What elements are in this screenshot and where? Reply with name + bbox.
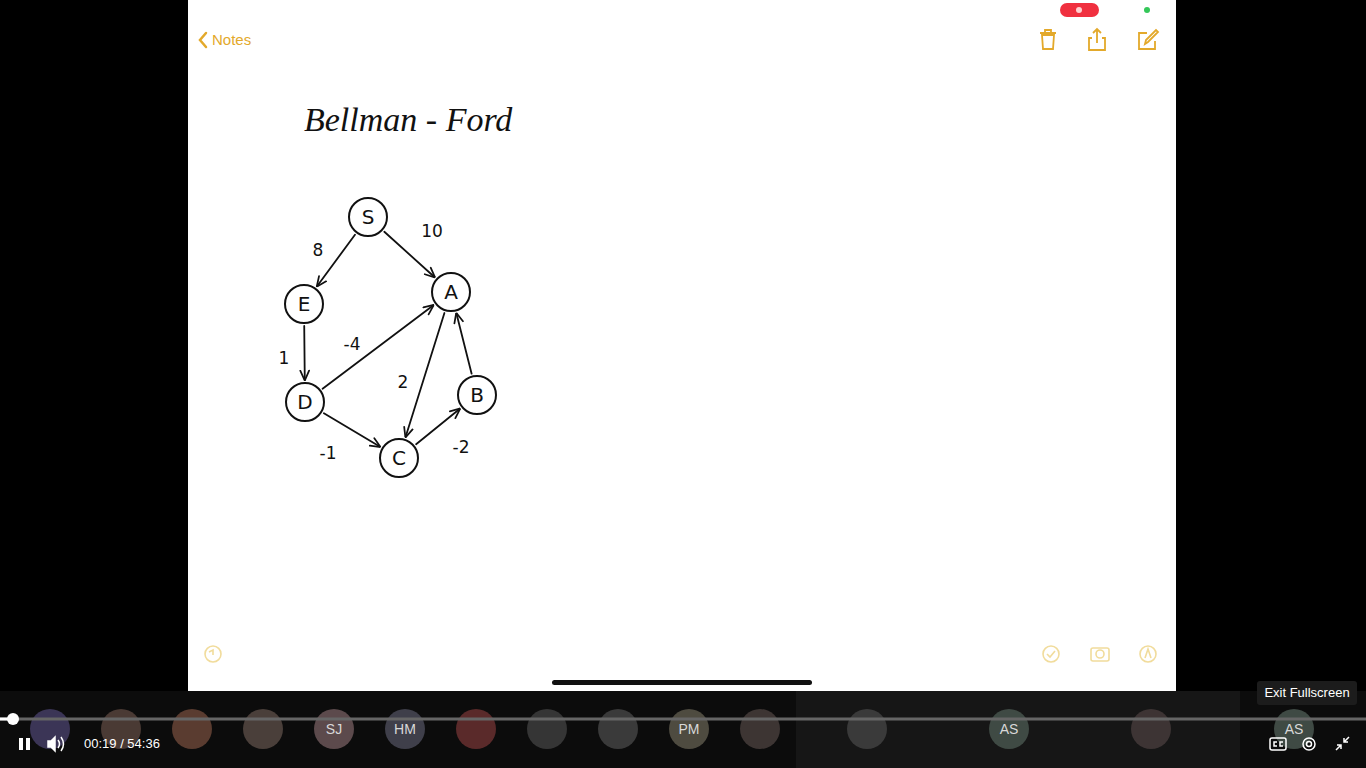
share-icon xyxy=(1089,29,1105,50)
record-dot xyxy=(1076,7,1082,13)
vertex-circle: B xyxy=(457,375,497,415)
vertex-circle: C xyxy=(379,438,419,478)
trash-icon xyxy=(1040,30,1056,49)
avatar-initials: HM xyxy=(394,721,416,738)
participant-avatars xyxy=(30,709,1314,749)
home-indicator xyxy=(552,680,812,685)
toolbar-icons xyxy=(205,646,1156,662)
pause-icon xyxy=(19,738,23,750)
notes-panel xyxy=(188,0,1176,691)
directed-edge xyxy=(406,313,445,437)
directed-edge xyxy=(456,313,471,373)
vertex-name: B xyxy=(457,375,497,415)
vertex-name: A xyxy=(431,272,471,312)
back-chevron xyxy=(200,33,206,47)
edge-weight: 10 xyxy=(419,221,445,241)
avatar-initials: SJ xyxy=(326,721,342,738)
time-display: 00:19 / 54:36 xyxy=(84,736,160,752)
directed-edge xyxy=(303,326,305,380)
edge-weight: -1 xyxy=(318,443,339,463)
edge-weight: 1 xyxy=(277,348,292,368)
edge-weight: -4 xyxy=(342,334,363,354)
vertex-name: S xyxy=(348,197,388,237)
vertex-circle: D xyxy=(285,382,325,422)
vertex-circle: A xyxy=(431,272,471,312)
directed-edge xyxy=(323,305,434,389)
diagram-title: Bellman - Ford xyxy=(304,100,512,141)
avatar-initials: PM xyxy=(679,721,700,738)
progress-knob xyxy=(7,713,19,725)
progress-track xyxy=(0,718,1366,721)
participant-panel xyxy=(796,691,1240,768)
player-icons xyxy=(1270,737,1349,750)
record-pill xyxy=(1060,3,1099,17)
compose-icon xyxy=(1139,30,1158,49)
avatar-initials: AS xyxy=(1000,721,1019,738)
control-bar xyxy=(0,691,1366,768)
status-dot xyxy=(1144,7,1150,13)
edge-weight: -2 xyxy=(451,437,472,457)
vertex-name: C xyxy=(379,438,419,478)
back-link: Notes xyxy=(212,31,251,49)
vertex-circle: S xyxy=(348,197,388,237)
tooltip-text: Exit Fullscreen xyxy=(1264,685,1349,701)
tooltip-box xyxy=(1257,681,1357,705)
vertex-name: E xyxy=(284,284,324,324)
avatar-initials: AS xyxy=(1285,721,1304,738)
volume-icon xyxy=(48,737,64,751)
edge-weight: 8 xyxy=(311,240,326,260)
edge-weight: 2 xyxy=(396,372,411,392)
vertex-circle: E xyxy=(284,284,324,324)
vertex-name: D xyxy=(285,382,325,422)
pause-icon xyxy=(26,738,30,750)
directed-edge xyxy=(324,413,380,446)
